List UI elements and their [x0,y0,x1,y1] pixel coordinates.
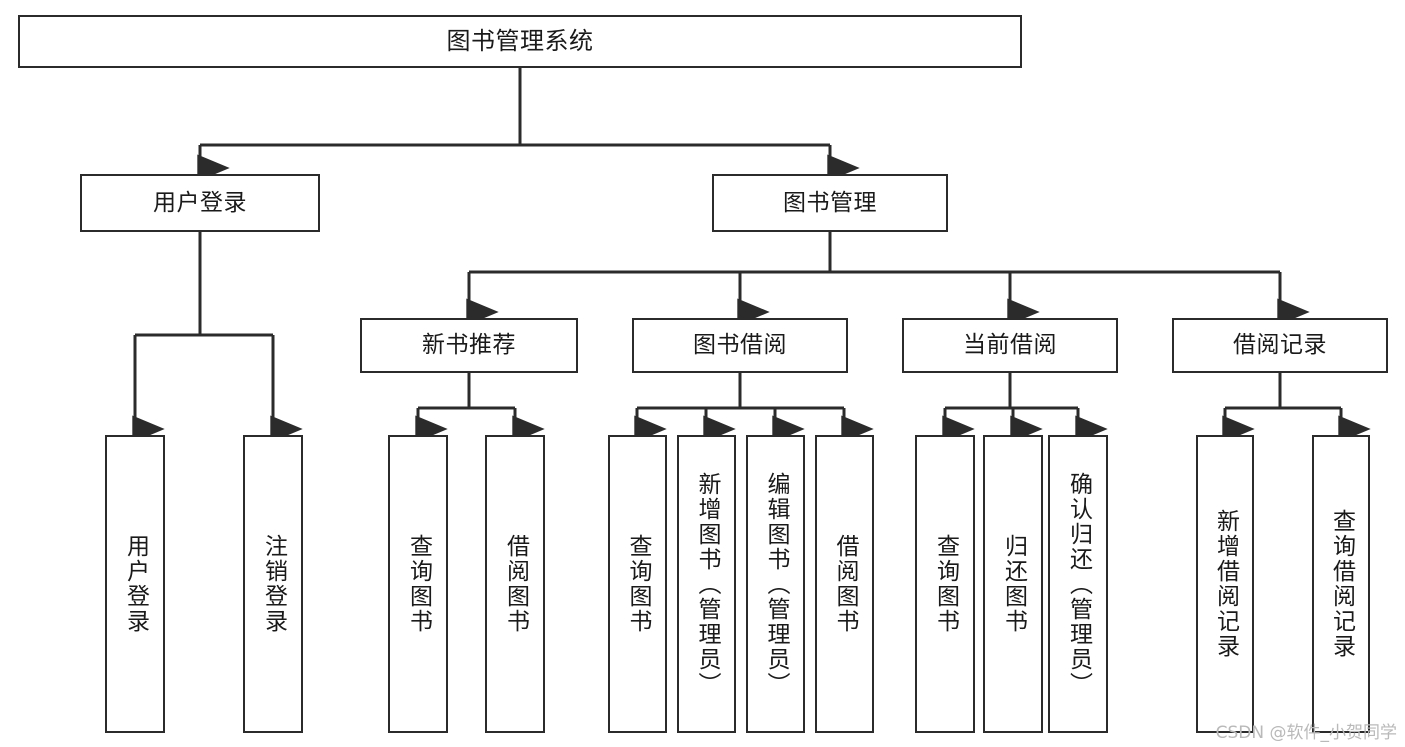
leaf-return-book[interactable]: 归还图书 [983,435,1043,733]
leaf-query-book-newbook[interactable]: 查询图书 [388,435,448,733]
node-current-borrow-label: 当前借阅 [963,332,1057,359]
leaf-return-book-label: 归还图书 [1000,534,1027,634]
node-book-borrow-label: 图书借阅 [693,332,787,359]
node-borrow-record-label: 借阅记录 [1233,332,1327,359]
leaf-borrow-book[interactable]: 借阅图书 [815,435,874,733]
leaf-add-borrow-record-label: 新增借阅记录 [1212,509,1239,659]
node-root[interactable]: 图书管理系统 [18,15,1022,68]
leaf-query-book-current[interactable]: 查询图书 [915,435,975,733]
leaf-user-login[interactable]: 用户登录 [105,435,165,733]
node-book-management-label: 图书管理 [783,189,877,216]
leaf-confirm-return-admin-label: 确认归还（管理员） [1065,471,1092,697]
leaf-add-borrow-record[interactable]: 新增借阅记录 [1196,435,1254,733]
node-user-login[interactable]: 用户登录 [80,174,320,232]
leaf-logout-label: 注销登录 [260,534,287,634]
node-root-label: 图书管理系统 [446,26,594,55]
leaf-query-book-newbook-label: 查询图书 [405,534,432,634]
node-new-book-recommend[interactable]: 新书推荐 [360,318,578,373]
node-borrow-record[interactable]: 借阅记录 [1172,318,1388,373]
leaf-query-book-borrow[interactable]: 查询图书 [608,435,667,733]
leaf-add-book-admin-label: 新增图书（管理员） [694,471,720,697]
csdn-watermark: CSDN @软件_小贺同学 [1215,723,1397,743]
leaf-query-borrow-record-label: 查询借阅记录 [1328,509,1355,659]
leaf-add-book-admin[interactable]: 新增图书（管理员） [677,435,736,733]
leaf-borrow-book-label: 借阅图书 [832,534,858,634]
leaf-borrow-book-newbook[interactable]: 借阅图书 [485,435,545,733]
leaf-query-borrow-record[interactable]: 查询借阅记录 [1312,435,1370,733]
node-user-login-label: 用户登录 [153,189,247,216]
leaf-confirm-return-admin[interactable]: 确认归还（管理员） [1048,435,1108,733]
leaf-edit-book-admin[interactable]: 编辑图书（管理员） [746,435,805,733]
leaf-edit-book-admin-label: 编辑图书（管理员） [763,471,789,697]
node-new-book-recommend-label: 新书推荐 [422,332,516,359]
leaf-user-login-label: 用户登录 [122,534,149,634]
leaf-query-book-borrow-label: 查询图书 [625,534,651,634]
node-book-management[interactable]: 图书管理 [712,174,948,232]
node-book-borrow[interactable]: 图书借阅 [632,318,848,373]
node-current-borrow[interactable]: 当前借阅 [902,318,1118,373]
leaf-logout[interactable]: 注销登录 [243,435,303,733]
leaf-borrow-book-newbook-label: 借阅图书 [502,534,529,634]
leaf-query-book-current-label: 查询图书 [932,534,959,634]
